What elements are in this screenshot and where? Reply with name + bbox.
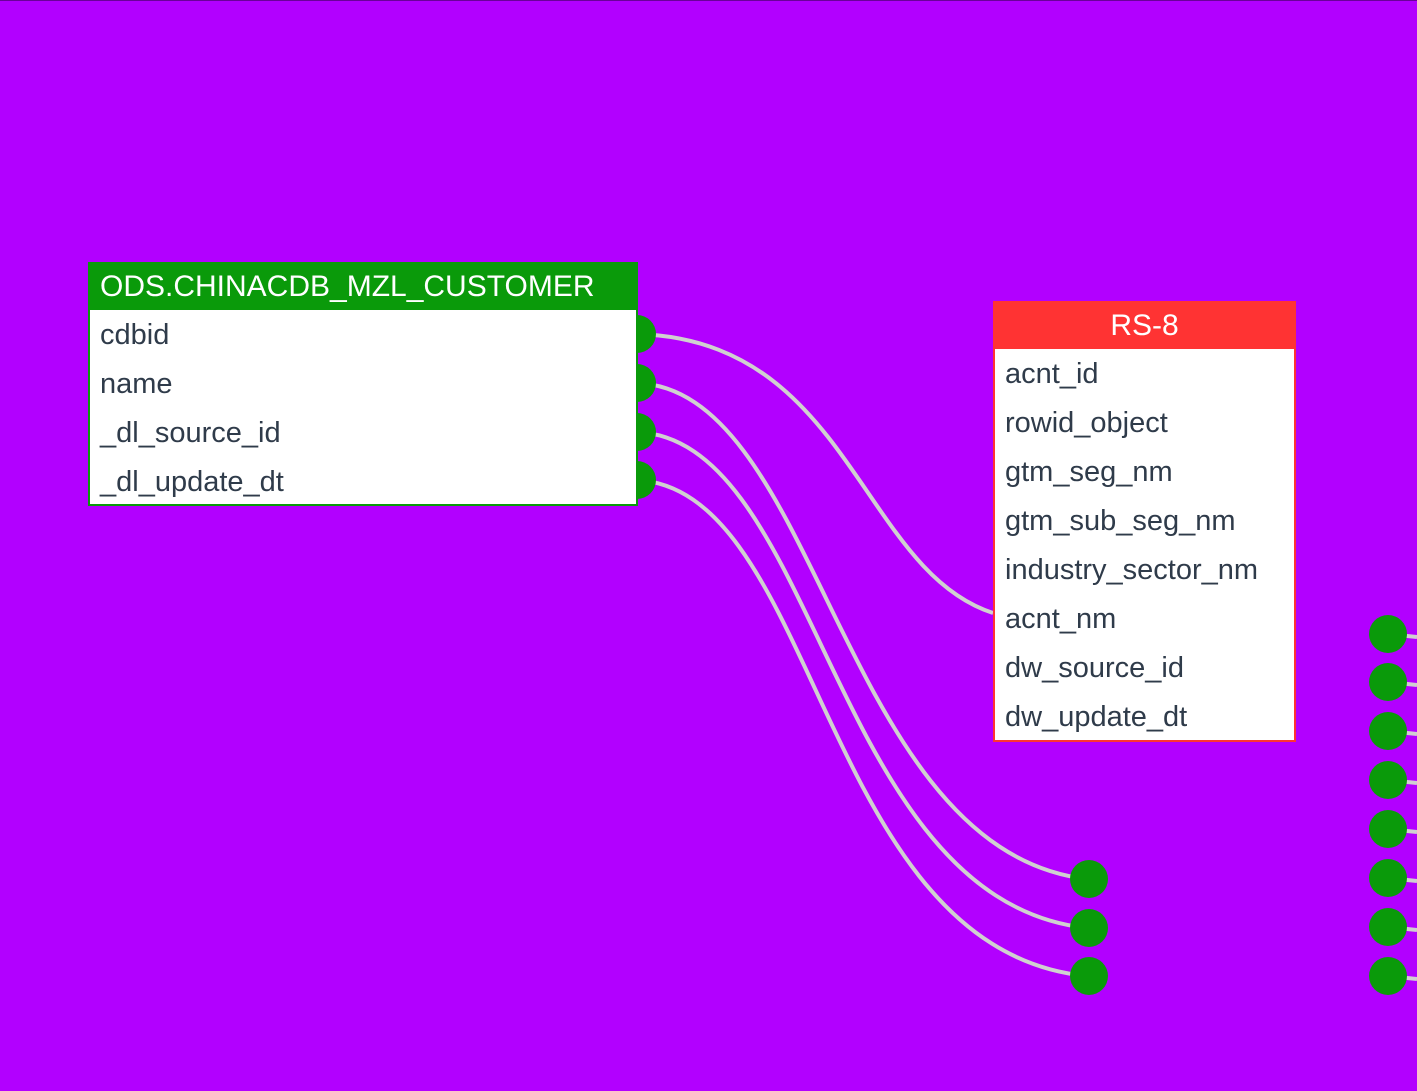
output-port[interactable]	[1369, 615, 1407, 653]
target-table-title[interactable]: RS-8	[995, 303, 1294, 349]
output-port[interactable]	[1369, 712, 1407, 750]
target-column-dw-source-id[interactable]: dw_source_id	[1005, 652, 1184, 684]
output-port[interactable]	[1369, 761, 1407, 799]
target-column-acnt-nm[interactable]: acnt_nm	[1005, 603, 1117, 635]
output-port[interactable]	[1369, 663, 1407, 701]
source-table-title[interactable]: ODS.CHINACDB_MZL_CUSTOMER	[90, 264, 636, 310]
source-column-cdbid[interactable]: cdbid	[100, 319, 170, 351]
connection-dl-source-id[interactable]	[636, 430, 1087, 928]
output-port[interactable]	[1369, 810, 1407, 848]
source-column-dl-source-id[interactable]: _dl_source_id	[100, 417, 281, 449]
output-port[interactable]	[1369, 859, 1407, 897]
connection-name[interactable]	[636, 381, 1087, 879]
source-column-name[interactable]: name	[100, 368, 173, 400]
target-column-gtm-seg-nm[interactable]: gtm_seg_nm	[1005, 456, 1173, 488]
source-table-node[interactable]: ODS.CHINACDB_MZL_CUSTOMER cdbid name _dl…	[88, 262, 638, 506]
target-table-node[interactable]: RS-8 acnt_id rowid_object gtm_seg_nm gtm…	[993, 301, 1296, 742]
output-port[interactable]	[1369, 957, 1407, 995]
target-table-columns: acnt_id rowid_object gtm_seg_nm gtm_sub_…	[995, 349, 1294, 743]
input-port[interactable]	[1070, 860, 1108, 898]
target-column-gtm-sub-seg-nm[interactable]: gtm_sub_seg_nm	[1005, 505, 1236, 537]
target-column-dw-update-dt[interactable]: dw_update_dt	[1005, 701, 1188, 733]
target-column-industry-sector-nm[interactable]: industry_sector_nm	[1005, 554, 1259, 586]
connection-dl-update-dt[interactable]	[636, 478, 1087, 976]
source-table-columns: cdbid name _dl_source_id _dl_update_dt	[90, 310, 636, 508]
target-column-acnt-id[interactable]: acnt_id	[1005, 358, 1099, 390]
input-port[interactable]	[1070, 957, 1108, 995]
connection-cdbid-to-acnt-nm[interactable]	[636, 332, 994, 615]
target-column-rowid-object[interactable]: rowid_object	[1005, 407, 1168, 439]
input-port[interactable]	[1070, 909, 1108, 947]
source-column-dl-update-dt[interactable]: _dl_update_dt	[100, 466, 284, 498]
output-port[interactable]	[1369, 908, 1407, 946]
